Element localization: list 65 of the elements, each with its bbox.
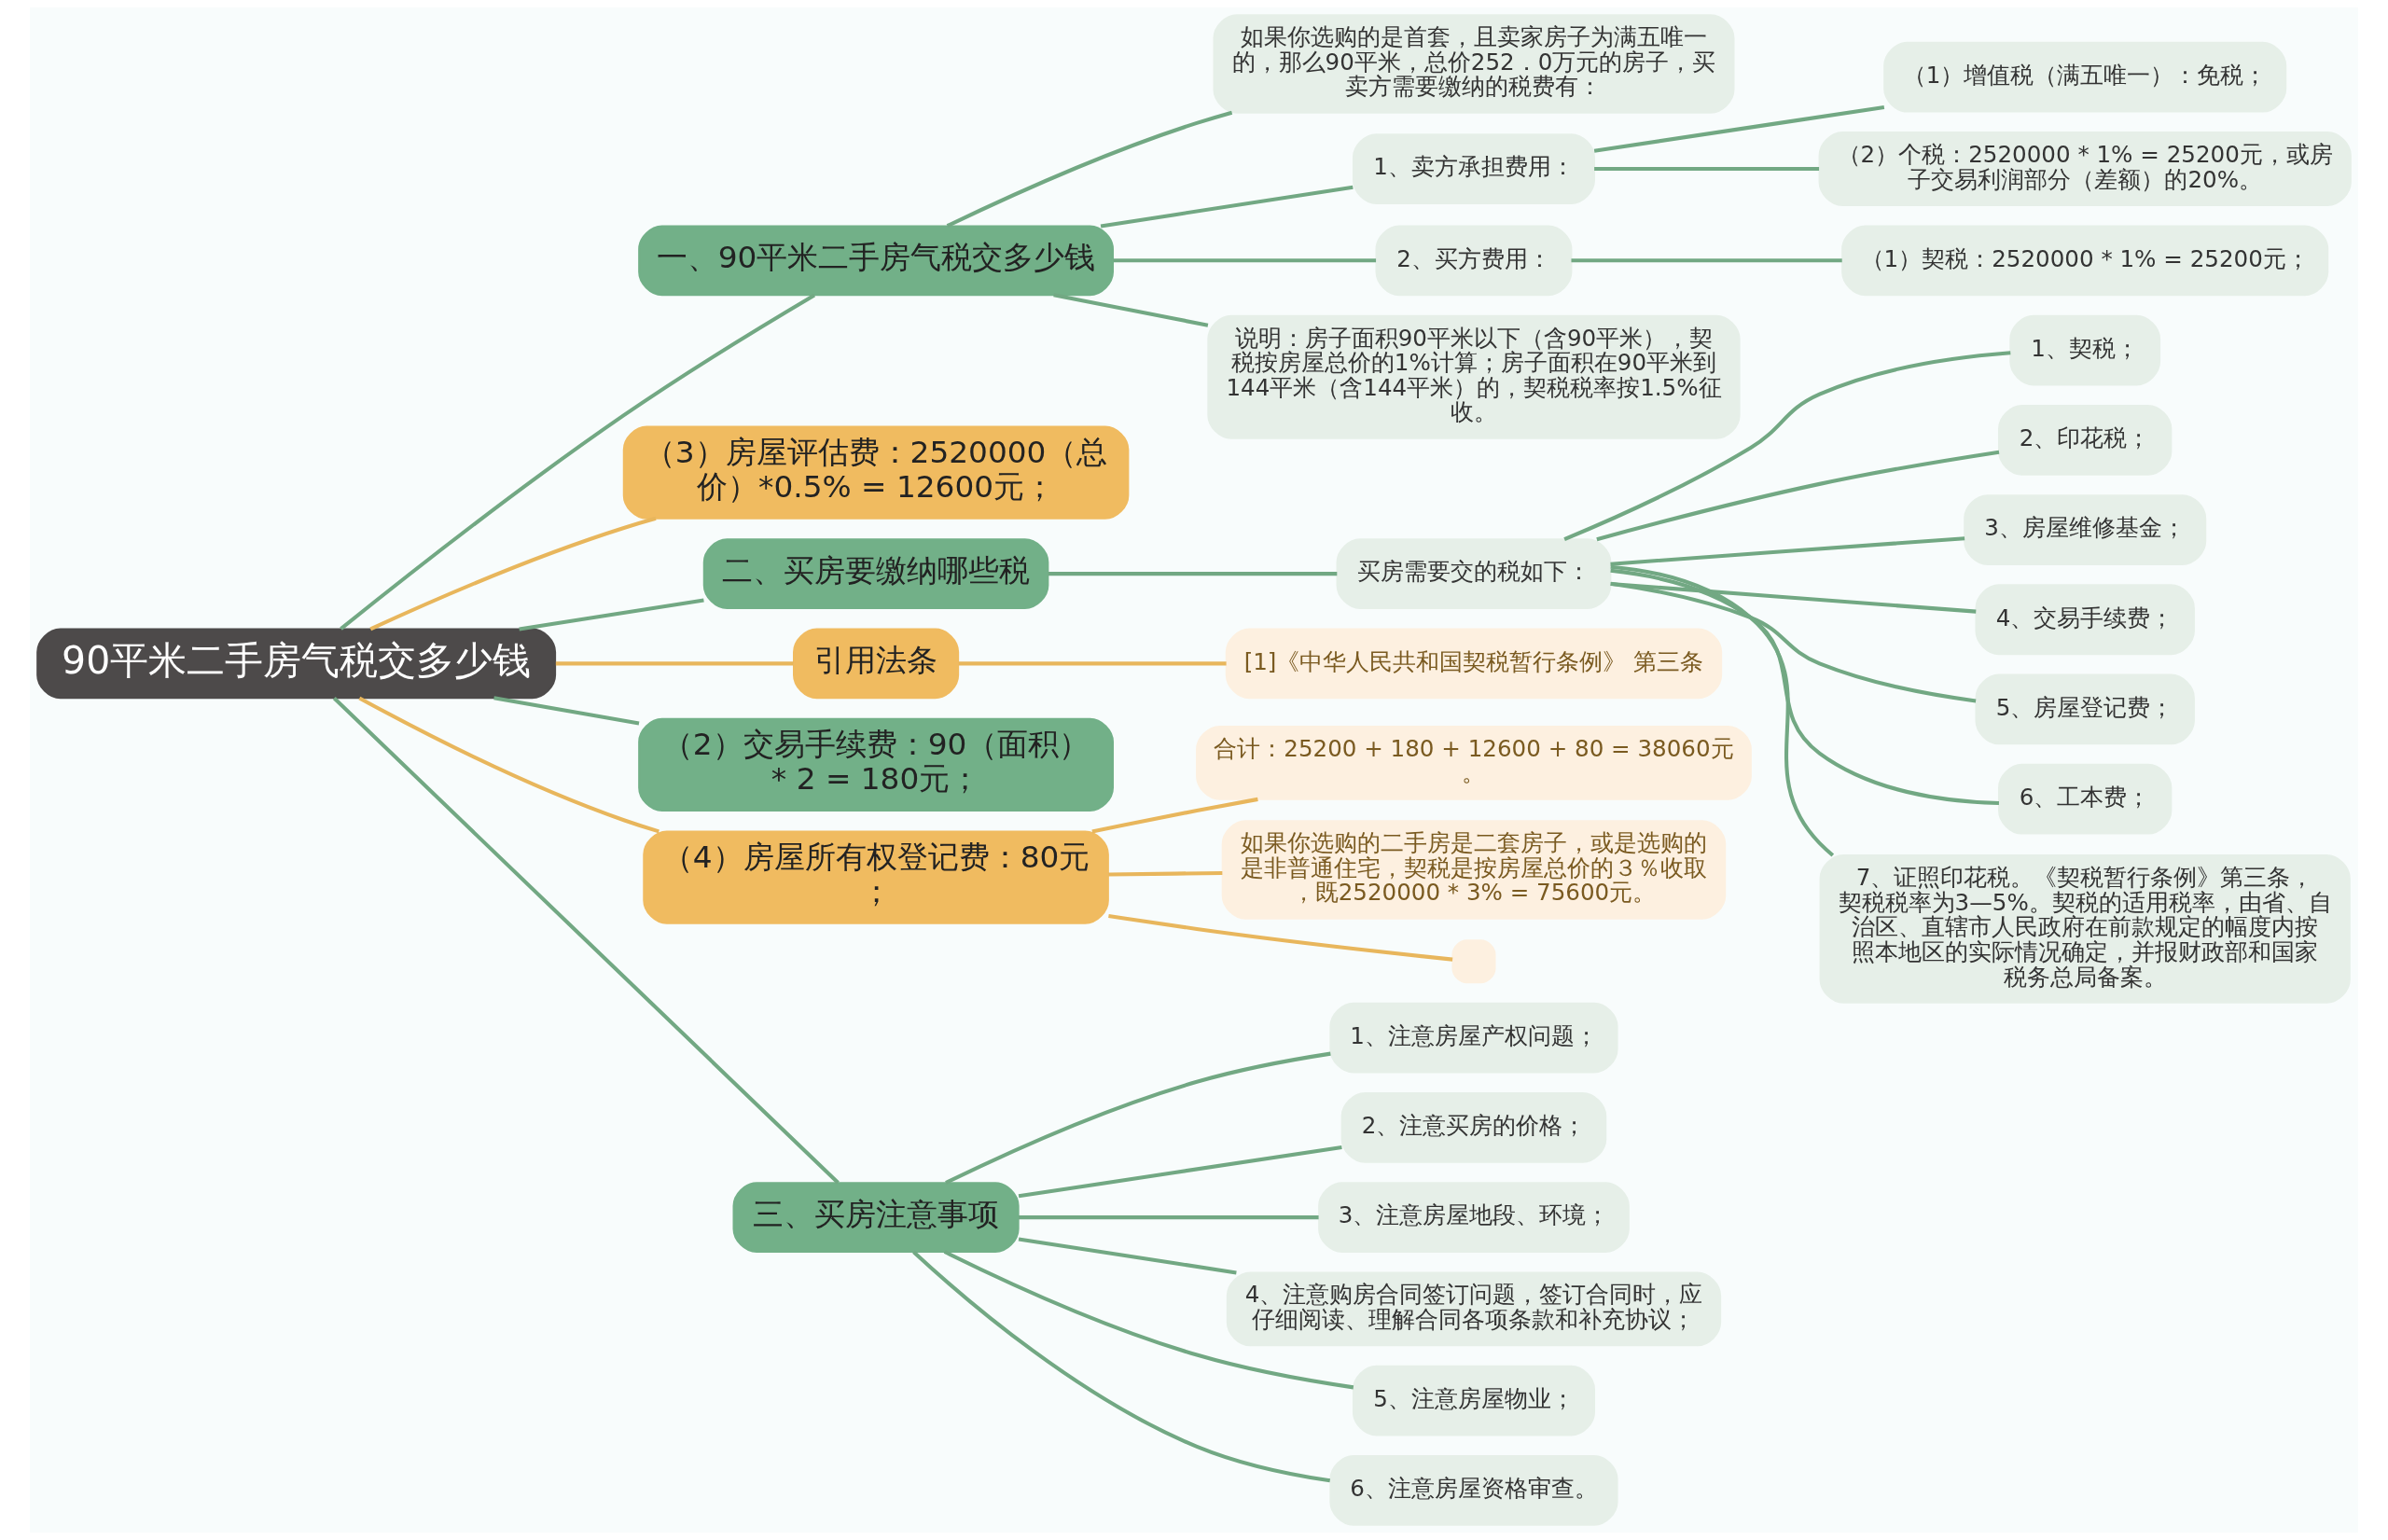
node-box: （2）交易手续费：90（面积） * 2 = 180元； — [638, 717, 1114, 812]
connector — [1048, 572, 1338, 576]
node-box: 90平米二手房气税交多少钱 — [36, 628, 557, 700]
connector — [369, 516, 657, 631]
node-box: 2、印花税； — [1998, 404, 2173, 476]
node-box: 1、卖方承担费用： — [1352, 133, 1595, 204]
node-box: 合计：25200 + 180 + 12600 + 80 = 38060元。 — [1196, 725, 1752, 800]
node-box: 6、工本费； — [1998, 763, 2173, 835]
connector — [1610, 568, 2000, 806]
connector — [1571, 258, 1842, 263]
connector — [1019, 1215, 1319, 1220]
connector — [946, 110, 1233, 229]
node-box: 6、注意房屋资格审查。 — [1329, 1455, 1618, 1526]
connector — [1018, 1145, 1342, 1199]
node-box: 2、买方费用： — [1375, 225, 1573, 297]
connector — [555, 661, 794, 666]
connector — [1610, 564, 1835, 857]
node-box: 7、证照印花税。《契税暂行条例》第三条，契税税率为3—5%。契税的适用税率，由省、自治区、直辖市人民政府在前款规定的幅度内按照本地区的实际情况确定，并报财政部和国家税务总局备案。 — [1819, 854, 2351, 1004]
node-box: 三、买房注意事项 — [732, 1182, 1020, 1254]
connector — [1594, 166, 1820, 172]
node-box: 说明：房子面积90平米以下（含90平米），契税按房屋总价的1%计算；房子面积在90平米到144平米（含144平米）的，契税税率按1.5%征收。 — [1207, 314, 1741, 439]
node-box: 如果你选购的二手房是二套房子，或是选购的是非普通住宅，契税是按房屋总价的３％收取，既2520000 * 3% = 75600元。 — [1221, 820, 1727, 920]
connector — [493, 696, 640, 726]
node-box: （2）个税：2520000 * 1% = 25200元，或房子交易利润部分（差额）的20%。 — [1818, 132, 2352, 206]
node-box: 引用法条 — [793, 628, 960, 700]
node-box: 4、注意购房合同签订问题，签订合同时，应仔细阅读、理解合同各项条款和补充协议； — [1226, 1271, 1722, 1347]
connector — [519, 598, 704, 631]
connector — [1610, 581, 1977, 614]
node-box: 如果你选购的是首套，且卖家房子为满五唯一的，那么90平米，总价252．0万元的房子，买卖方需要缴纳的税费有： — [1213, 14, 1735, 114]
connector — [1100, 185, 1354, 229]
connector — [340, 293, 816, 631]
node-box: 3、注意房屋地段、环境； — [1318, 1182, 1630, 1254]
connector — [1610, 536, 1965, 566]
node-box: （3）房屋评估费：2520000（总价）*0.5% = 12600元； — [622, 425, 1130, 520]
connector — [912, 1250, 1331, 1483]
node-box: 买房需要交的税如下： — [1336, 538, 1612, 609]
node-box: 4、交易手续费； — [1975, 584, 2195, 656]
node-box: （1）增值税（满五唯一）：免税； — [1883, 41, 2287, 113]
connector — [1018, 1237, 1237, 1275]
connector — [1091, 797, 1258, 834]
node-box: 1、契税； — [2009, 314, 2161, 386]
connector — [945, 1051, 1331, 1185]
connector — [958, 661, 1227, 666]
node-box: 5、注意房屋物业； — [1352, 1365, 1595, 1436]
connector — [1563, 351, 2011, 541]
node-box — [1451, 939, 1496, 984]
node-box: 1、注意房屋产权问题； — [1329, 1002, 1618, 1074]
node-box: （1）契税：2520000 * 1% = 25200元； — [1841, 225, 2329, 297]
connector — [1113, 258, 1377, 263]
connector — [332, 697, 840, 1185]
connector — [1108, 913, 1453, 962]
node-box: [1]《中华人民共和国契税暂行条例》 第三条 — [1225, 628, 1723, 700]
node-box: （4）房屋所有权登记费：80元； — [643, 830, 1109, 924]
connector — [1053, 293, 1209, 327]
connector — [943, 1250, 1354, 1390]
connector — [358, 696, 659, 834]
connector — [1596, 450, 2000, 542]
connector — [1108, 870, 1223, 877]
node-box: 一、90平米二手房气税交多少钱 — [638, 225, 1114, 297]
node-box: 2、注意买房的价格； — [1340, 1092, 1607, 1163]
node-box: 3、房屋维修基金； — [1964, 494, 2207, 565]
node-box: 5、房屋登记费； — [1975, 673, 2195, 745]
node-box: 二、买房要缴纳哪些税 — [702, 538, 1049, 609]
connector — [1593, 104, 1885, 153]
connector — [1610, 581, 1977, 703]
